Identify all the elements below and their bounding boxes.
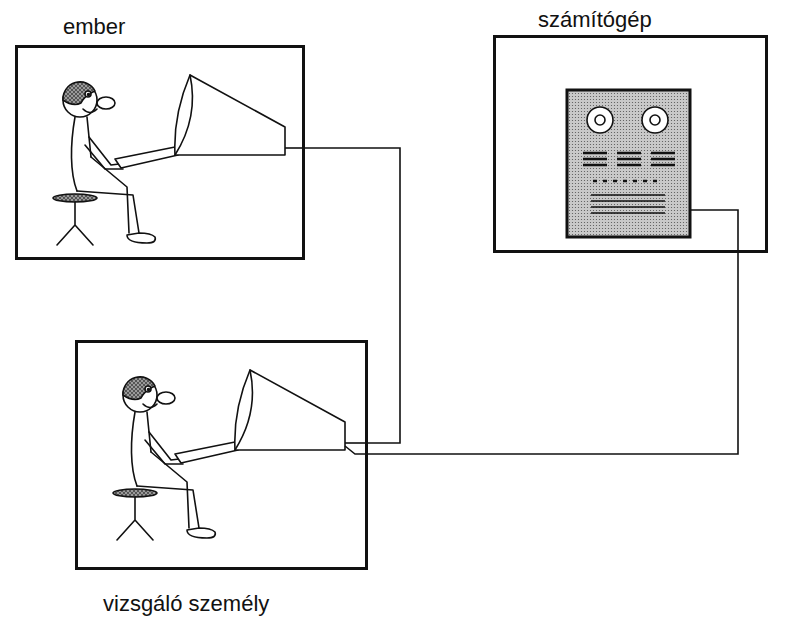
- scene-box: vizsgáló személy: [75, 340, 368, 570]
- drawing-part: [567, 90, 690, 237]
- drawing-part: [595, 115, 605, 125]
- box-heading: vizsgáló személy: [103, 592, 269, 616]
- examiner-figure: [113, 370, 368, 540]
- scene-box: számítógép: [493, 35, 768, 253]
- drawing-part: [113, 370, 345, 540]
- scene-box: ember: [15, 45, 305, 260]
- terminal-cable: [285, 147, 305, 149]
- drawing-part: [591, 195, 665, 213]
- drawing-part: [593, 180, 657, 182]
- computer-figure: [567, 90, 738, 253]
- signal-wire: [305, 148, 400, 443]
- drawing-part: [690, 210, 738, 253]
- drawing-part: [583, 153, 675, 165]
- drawing-part: [642, 107, 668, 133]
- drawing-part: [53, 75, 285, 245]
- signal-wire: [368, 253, 738, 454]
- drawing-part: [650, 115, 660, 125]
- terminal-cable: [345, 446, 368, 454]
- human-figure: [53, 75, 305, 245]
- box-heading: ember: [63, 15, 125, 39]
- box-heading: számítógép: [538, 8, 652, 32]
- terminal-cable: [345, 442, 368, 444]
- drawing-part: [587, 107, 613, 133]
